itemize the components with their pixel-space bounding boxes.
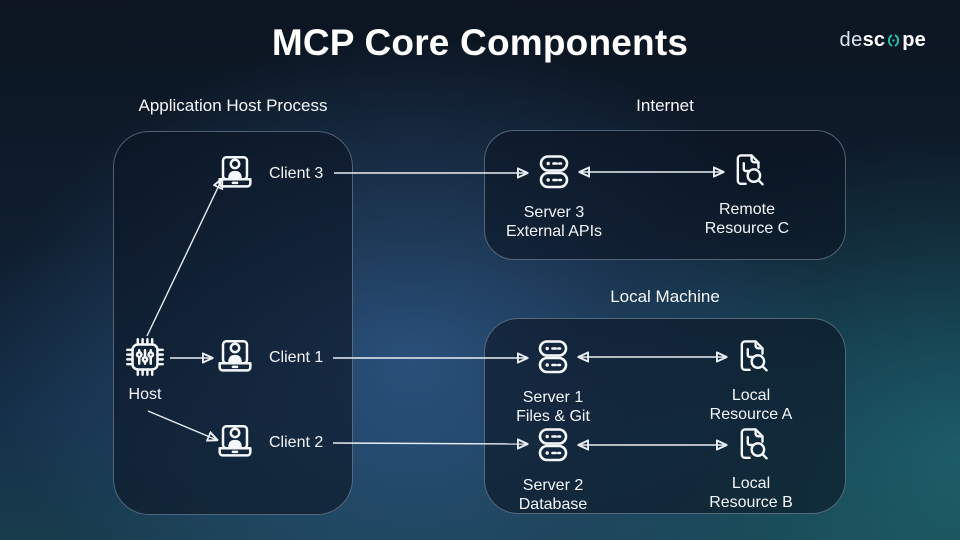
server-icon (529, 421, 577, 469)
node-label-line2: Files & Git (516, 408, 590, 425)
node-host: Host (105, 334, 185, 404)
laptop-user-icon (212, 420, 258, 466)
node-label-line1: Remote (718, 201, 775, 218)
internet-label: Internet (636, 96, 694, 115)
node-client1: Client 1 (212, 335, 323, 381)
descope-o-icon (886, 33, 901, 48)
node-server2: Server 2 Database (478, 421, 628, 514)
node-label: Client 3 (269, 165, 324, 182)
logo-text-pe: pe (902, 29, 926, 51)
node-label-line2: Resource A (709, 406, 793, 423)
local-machine-box (484, 318, 846, 514)
node-server1: Server 1 Files & Git (478, 333, 628, 426)
node-label-line2: External APIs (505, 223, 603, 240)
local-machine-label: Local Machine (610, 287, 720, 306)
document-search-icon (729, 335, 773, 379)
application-host-process-label: Application Host Process (138, 96, 328, 115)
internet-box (484, 130, 846, 260)
logo-text-sc: sc (862, 29, 886, 51)
node-label-line1: Server 2 (522, 477, 584, 494)
node-label: Client 1 (269, 349, 324, 366)
chip-icon (122, 334, 168, 380)
document-search-icon (729, 423, 773, 467)
edge-host-client3 (146, 179, 222, 337)
node-server3: Server 3 External APIs (479, 148, 629, 241)
node-label-line1: Local (731, 475, 771, 492)
document-search-icon (725, 149, 769, 193)
node-label-line2: Resource C (704, 220, 790, 237)
node-label-line1: Server 1 (522, 389, 584, 406)
server-icon (529, 333, 577, 381)
node-label: Client 2 (269, 434, 324, 451)
node-label-line1: Server 3 (523, 204, 585, 221)
node-client3: Client 3 (212, 151, 323, 197)
laptop-user-icon (212, 335, 258, 381)
node-client2: Client 2 (212, 420, 323, 466)
server-icon (530, 148, 578, 196)
node-label-line2: Database (518, 496, 588, 513)
node-label-line1: Local (731, 387, 771, 404)
edge-client2-server2 (332, 443, 527, 444)
page-title: MCP Core Components (271, 22, 689, 63)
laptop-user-icon (212, 151, 258, 197)
logo-text-de: de (839, 29, 863, 51)
node-label-line2: Resource B (709, 494, 793, 511)
node-label: Host (128, 386, 162, 403)
edge-host-client2 (147, 410, 217, 440)
